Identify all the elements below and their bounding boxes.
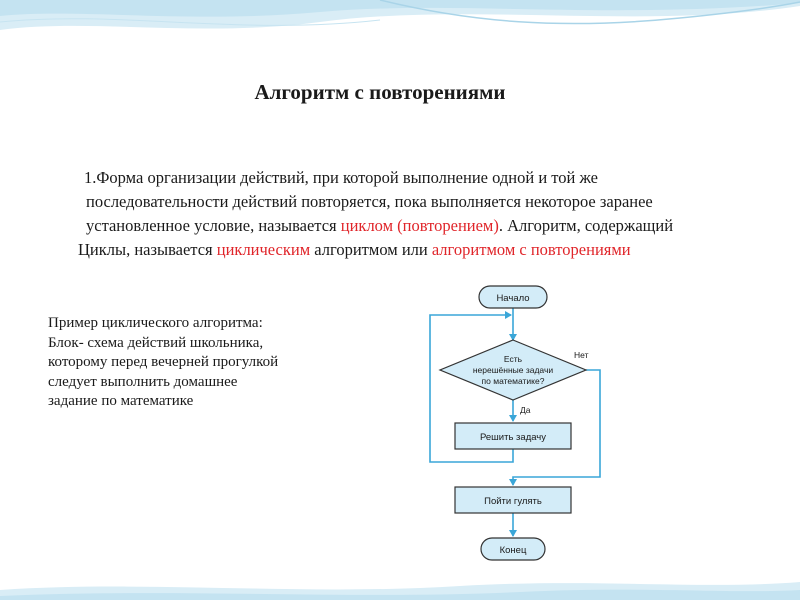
connector-loop-back	[429, 311, 514, 463]
definition-line-3: установленное условие, называется циклом…	[78, 214, 798, 238]
end-terminator	[480, 537, 546, 561]
condition-label-line-2: нерешённые задачи	[473, 365, 554, 375]
condition-label-line-1: Есть	[504, 354, 523, 364]
definition-paragraph: 1.Форма организации действий, при которо…	[78, 166, 798, 262]
example-line: следует выполнить домашнее	[48, 373, 238, 390]
connector-no	[509, 369, 601, 486]
action-label: Решить задачу	[480, 432, 546, 443]
condition-diamond	[438, 339, 588, 401]
definition-line-4: Циклы, называется циклическим алгоритмом…	[78, 238, 798, 262]
definition-text: Циклы, называется	[78, 240, 217, 259]
end-label: Конец	[500, 545, 527, 556]
flowchart-panel: Начало Есть нерешённые задачи по математ…	[410, 282, 618, 594]
condition-label-line-3: по математике?	[482, 376, 545, 386]
example-description: Пример циклического алгоритма: Блок- схе…	[48, 314, 348, 412]
definition-text: . Алгоритм, содержащий	[498, 216, 674, 235]
slide-title: Алгоритм с повторениями	[254, 80, 506, 104]
definition-line-2: последовательности действий повторяется,…	[86, 192, 653, 211]
bottom-wave-decoration	[0, 582, 800, 600]
no-branch-label: Нет	[574, 350, 589, 360]
term-cycle: циклом (повторением)	[340, 216, 499, 235]
yes-branch-label: Да	[520, 405, 531, 415]
top-wave-decoration	[0, 0, 800, 30]
start-label: Начало	[496, 293, 529, 304]
example-line: Блок- схема действий школьника,	[48, 334, 264, 351]
example-line: Пример циклического алгоритма:	[48, 315, 263, 331]
term-cyclic: циклическим	[216, 240, 311, 259]
start-terminator	[478, 285, 548, 309]
after-label: Пойти гулять	[484, 496, 542, 507]
flowchart: Начало Есть нерешённые задачи по математ…	[429, 285, 601, 561]
definition-line-1: 1.Форма организации действий, при которо…	[84, 168, 598, 187]
action-block	[454, 422, 572, 450]
example-line: задание по математике	[48, 393, 194, 409]
definition-text: установленное условие, называется	[86, 216, 341, 235]
term-algorithm-with-repetitions: алгоритмом с повторениями	[431, 240, 631, 259]
definition-text: алгоритмом или	[310, 240, 432, 259]
example-line: которому перед вечерней прогулкой	[48, 354, 279, 370]
after-block	[454, 486, 572, 514]
